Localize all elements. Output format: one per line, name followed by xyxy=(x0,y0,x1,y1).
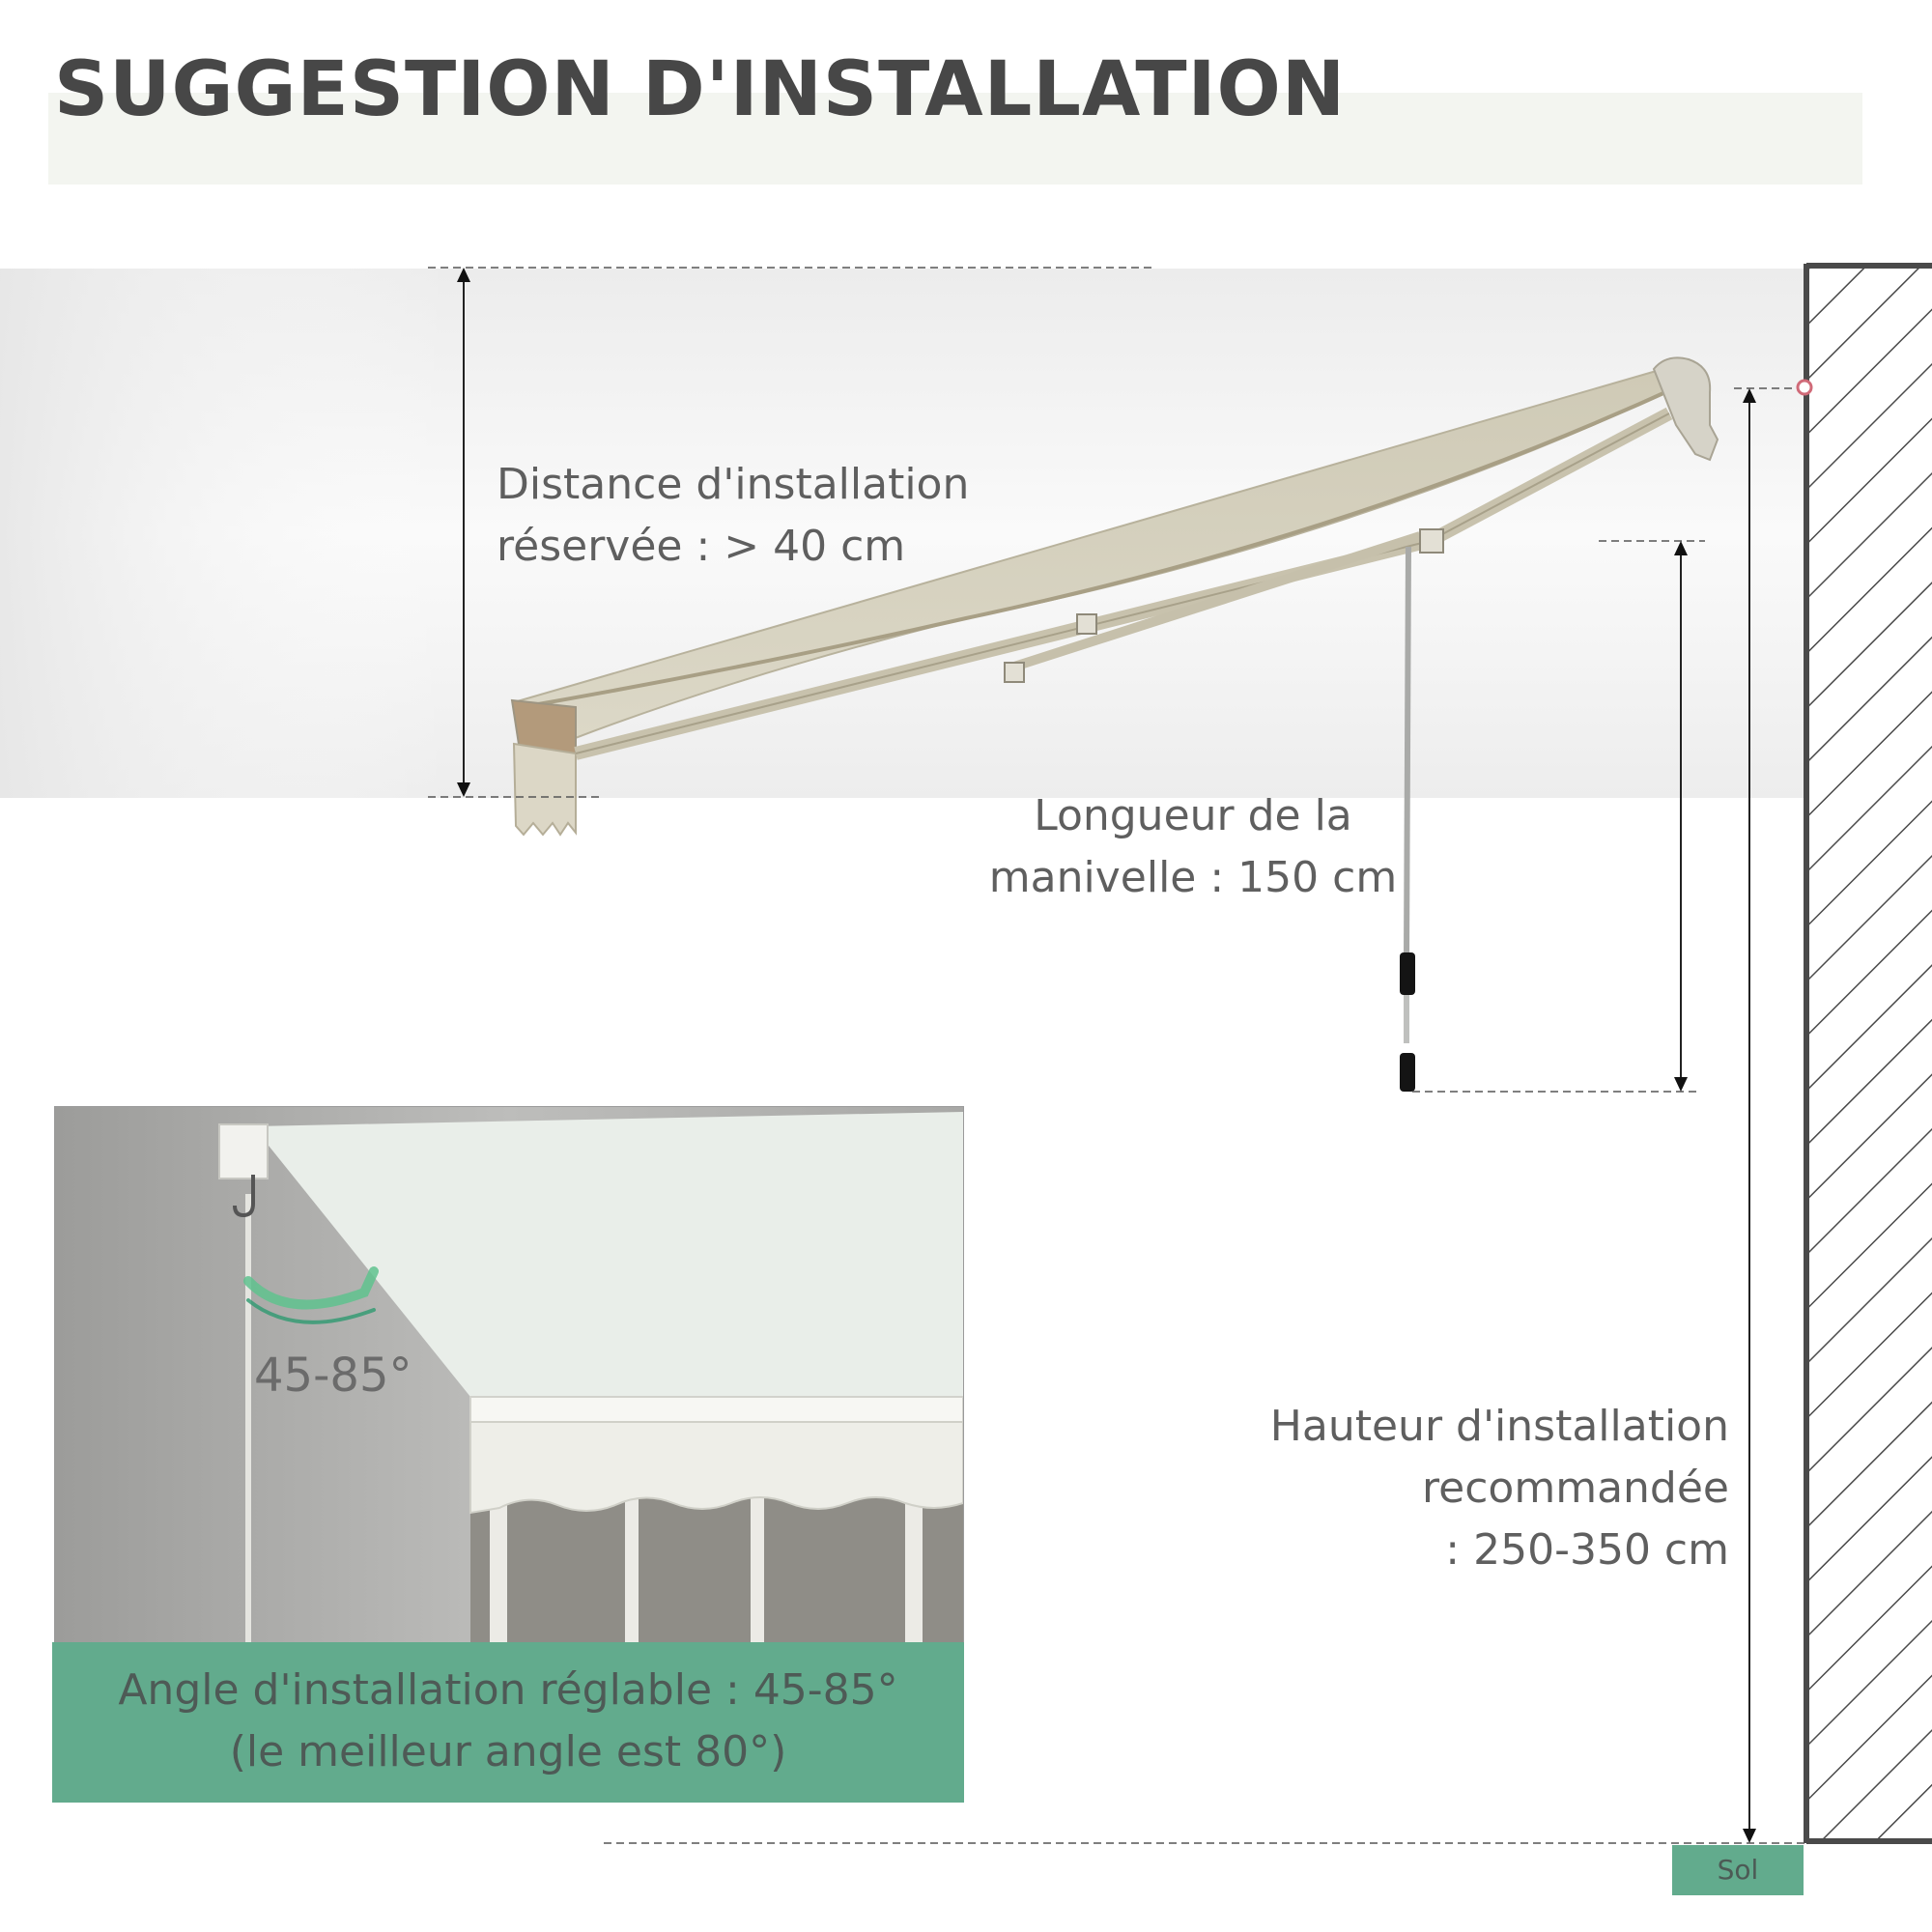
inset-bracket xyxy=(218,1123,269,1179)
awning-fabric-edge xyxy=(521,383,1684,709)
crank-length-label: Longueur de la manivelle : 150 cm xyxy=(985,785,1401,909)
angle-banner-text: Angle d'installation réglable : 45-85° (… xyxy=(52,1660,964,1783)
inset-fabric xyxy=(253,1112,963,1397)
install-height-line-3: : 250-350 cm xyxy=(1445,1525,1729,1575)
awning-cassette xyxy=(1652,356,1719,462)
reserved-distance-line-2: réservée : > 40 cm xyxy=(497,522,906,571)
crank-length-line-2: manivelle : 150 cm xyxy=(988,853,1398,902)
angle-banner: Angle d'installation réglable : 45-85° (… xyxy=(52,1642,964,1803)
install-height-line-1: Hauteur d'installation xyxy=(1269,1402,1729,1451)
inset-valance xyxy=(469,1421,963,1515)
awning-backdrop-shade xyxy=(0,269,1806,798)
reserved-distance-label: Distance d'installation réservée : > 40 … xyxy=(497,454,969,578)
angle-inset-photo: 45-85° xyxy=(54,1106,964,1644)
arm-joint-3 xyxy=(1419,528,1444,554)
inset-front-bar xyxy=(469,1396,963,1423)
arm-joint-2 xyxy=(1076,613,1097,635)
arm-joint-1 xyxy=(1004,662,1025,683)
angle-value-label: 45-85° xyxy=(254,1349,412,1403)
awning-arm-upper xyxy=(1012,531,1422,671)
crank-rod xyxy=(1404,546,1411,957)
title-band xyxy=(48,93,1862,185)
crank-grip-upper xyxy=(1400,952,1415,995)
crank-grip-lower xyxy=(1400,1053,1415,1092)
mount-point-marker xyxy=(1796,379,1813,396)
wall xyxy=(1806,266,1932,1840)
reserved-distance-line-1: Distance d'installation xyxy=(497,460,970,509)
install-height-label: Hauteur d'installation recommandée : 250… xyxy=(1208,1396,1729,1581)
inset-scene xyxy=(55,1107,963,1643)
install-height-line-2: recommandée xyxy=(1422,1463,1729,1513)
awning-front-valance xyxy=(512,742,577,837)
angle-banner-line-1: Angle d'installation réglable : 45-85° xyxy=(118,1665,898,1715)
angle-arc-icon xyxy=(243,1266,379,1310)
crank-length-line-1: Longueur de la xyxy=(1034,791,1352,840)
ground-label: Sol xyxy=(1672,1845,1804,1895)
page-title: SUGGESTION D'INSTALLATION xyxy=(54,46,1347,133)
hook-icon xyxy=(233,1175,255,1218)
angle-banner-line-2: (le meilleur angle est 80°) xyxy=(229,1727,787,1776)
